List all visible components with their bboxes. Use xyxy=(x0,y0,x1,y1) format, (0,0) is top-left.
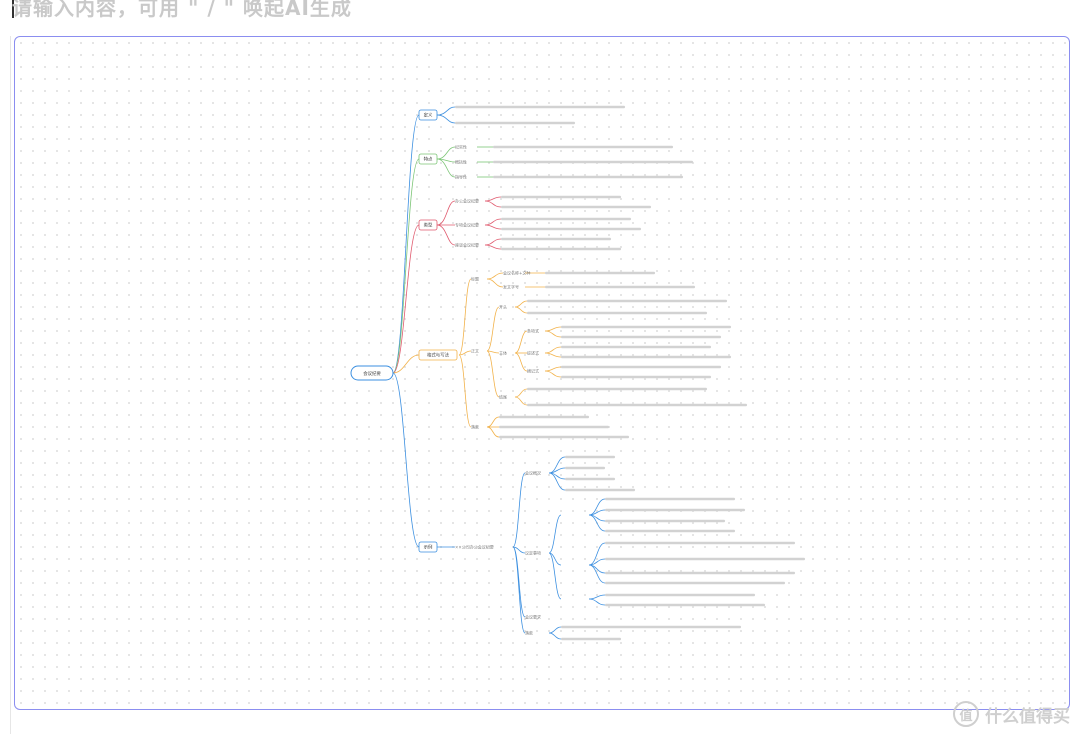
svg-text:主体: 主体 xyxy=(499,349,507,355)
mindmap-leaf-text xyxy=(499,415,589,419)
svg-text:会议概况: 会议概况 xyxy=(525,469,541,475)
mindmap-leaf-text xyxy=(527,311,707,315)
mindmap-leaf-text xyxy=(565,488,635,492)
mindmap-leaf-text xyxy=(605,519,725,523)
svg-text:会议要求: 会议要求 xyxy=(525,613,541,619)
mindmap-leaf-text xyxy=(493,160,693,164)
svg-text:条项式: 条项式 xyxy=(527,327,539,333)
mindmap-branch-2: 类型 xyxy=(418,219,438,231)
svg-text:概括性: 概括性 xyxy=(455,158,467,164)
svg-text:专项会议纪要: 专项会议纪要 xyxy=(455,221,479,227)
svg-text:类型: 类型 xyxy=(424,222,433,229)
mindmap-leaf-text xyxy=(501,217,631,221)
watermark: 值 什么值得买 xyxy=(953,701,1070,727)
svg-text:落款: 落款 xyxy=(525,629,533,635)
mindmap-leaf-text xyxy=(605,497,735,501)
svg-text:会议纪要: 会议纪要 xyxy=(363,370,381,377)
mindmap-leaf-text xyxy=(493,145,673,149)
mindmap-leaf-text xyxy=(605,603,765,607)
left-divider xyxy=(10,36,11,734)
mindmap-leaf-text xyxy=(565,455,615,459)
mindmap-leaf-text xyxy=(501,205,651,209)
mindmap-leaf-text xyxy=(455,121,575,125)
svg-text:开头: 开头 xyxy=(499,303,507,309)
svg-text:摘记式: 摘记式 xyxy=(527,367,539,373)
mindmap-branch-3: 格式与写法 xyxy=(418,349,458,361)
mindmap-leaf-text xyxy=(501,237,611,241)
mindmap-leaf-text xyxy=(561,375,711,379)
mindmap-leaf-text xyxy=(501,195,621,199)
svg-text:发文字号: 发文字号 xyxy=(503,283,519,289)
mindmap-leaf-text xyxy=(605,557,805,561)
mindmap-leaf-text xyxy=(565,477,615,481)
mindmap-leaf-text xyxy=(501,227,641,231)
mindmap-leaf-text xyxy=(561,637,621,641)
mindmap-leaf-text xyxy=(545,285,695,289)
svg-text:格式与写法: 格式与写法 xyxy=(427,352,450,359)
svg-text:结尾: 结尾 xyxy=(499,393,507,399)
mindmap-canvas[interactable]: 会议纪要 定义特点类型格式与写法示例 纪实性概括性指导性办公会议纪要专项会议纪要… xyxy=(14,36,1070,710)
mindmap-leaf-text xyxy=(561,345,711,349)
svg-text:指导性: 指导性 xyxy=(455,173,467,179)
mindmap-leaf-text xyxy=(561,335,721,339)
mindmap-leaf-text xyxy=(605,508,745,512)
mindmap-leaf-text xyxy=(605,571,795,575)
svg-text:办公会议纪要: 办公会议纪要 xyxy=(455,197,479,203)
watermark-text: 什么值得买 xyxy=(985,706,1070,727)
svg-text:座谈会议纪要: 座谈会议纪要 xyxy=(455,241,479,247)
svg-text:示例: 示例 xyxy=(424,544,433,551)
mindmap-leaf-text xyxy=(605,529,735,533)
svg-text:标题: 标题 xyxy=(471,275,479,281)
mindmap-leaf-text xyxy=(527,387,707,391)
svg-text:综述式: 综述式 xyxy=(527,349,539,355)
mindmap-leaf-text xyxy=(499,425,609,429)
watermark-badge-icon: 值 xyxy=(953,701,979,727)
mindmap-branch-1: 特点 xyxy=(418,153,438,165)
mindmap-leaf-text xyxy=(545,271,655,275)
mindmap-root-node: 会议纪要 xyxy=(350,365,394,381)
svg-text:会议名称+文种: 会议名称+文种 xyxy=(503,269,530,275)
mindmap-leaf-text xyxy=(605,581,785,585)
mindmap-branch-4: 示例 xyxy=(418,541,438,553)
mindmap-leaf-text xyxy=(605,593,755,597)
svg-text:正文: 正文 xyxy=(471,347,479,353)
mindmap-leaf-text xyxy=(561,355,731,359)
mindmap-leaf-text xyxy=(561,365,721,369)
mindmap-leaf-text xyxy=(493,175,683,179)
mindmap-leaf-text xyxy=(565,466,605,470)
mindmap-leaf-text xyxy=(561,625,741,629)
mindmap-branch-0: 定义 xyxy=(418,109,438,121)
mindmap-leaf-text xyxy=(527,403,747,407)
mindmap-leaf-text xyxy=(499,435,629,439)
svg-text:特点: 特点 xyxy=(424,156,433,163)
mindmap-leaf-text xyxy=(527,299,727,303)
svg-text:纪实性: 纪实性 xyxy=(455,143,467,149)
mindmap-leaf-text xyxy=(455,105,625,109)
mindmap-leaf-text xyxy=(605,541,795,545)
svg-text:落款: 落款 xyxy=(471,423,479,429)
svg-text:议定事项: 议定事项 xyxy=(525,549,541,555)
svg-text:定义: 定义 xyxy=(424,112,433,119)
text-caret xyxy=(12,0,14,18)
ai-prompt-input[interactable]: 请输入内容，可用 " / " 唤起AI生成 xyxy=(12,0,352,20)
mindmap-leaf-text xyxy=(501,247,621,251)
mindmap-leaf-text xyxy=(561,325,731,329)
svg-text:××公司办公会议纪要: ××公司办公会议纪要 xyxy=(455,543,494,549)
